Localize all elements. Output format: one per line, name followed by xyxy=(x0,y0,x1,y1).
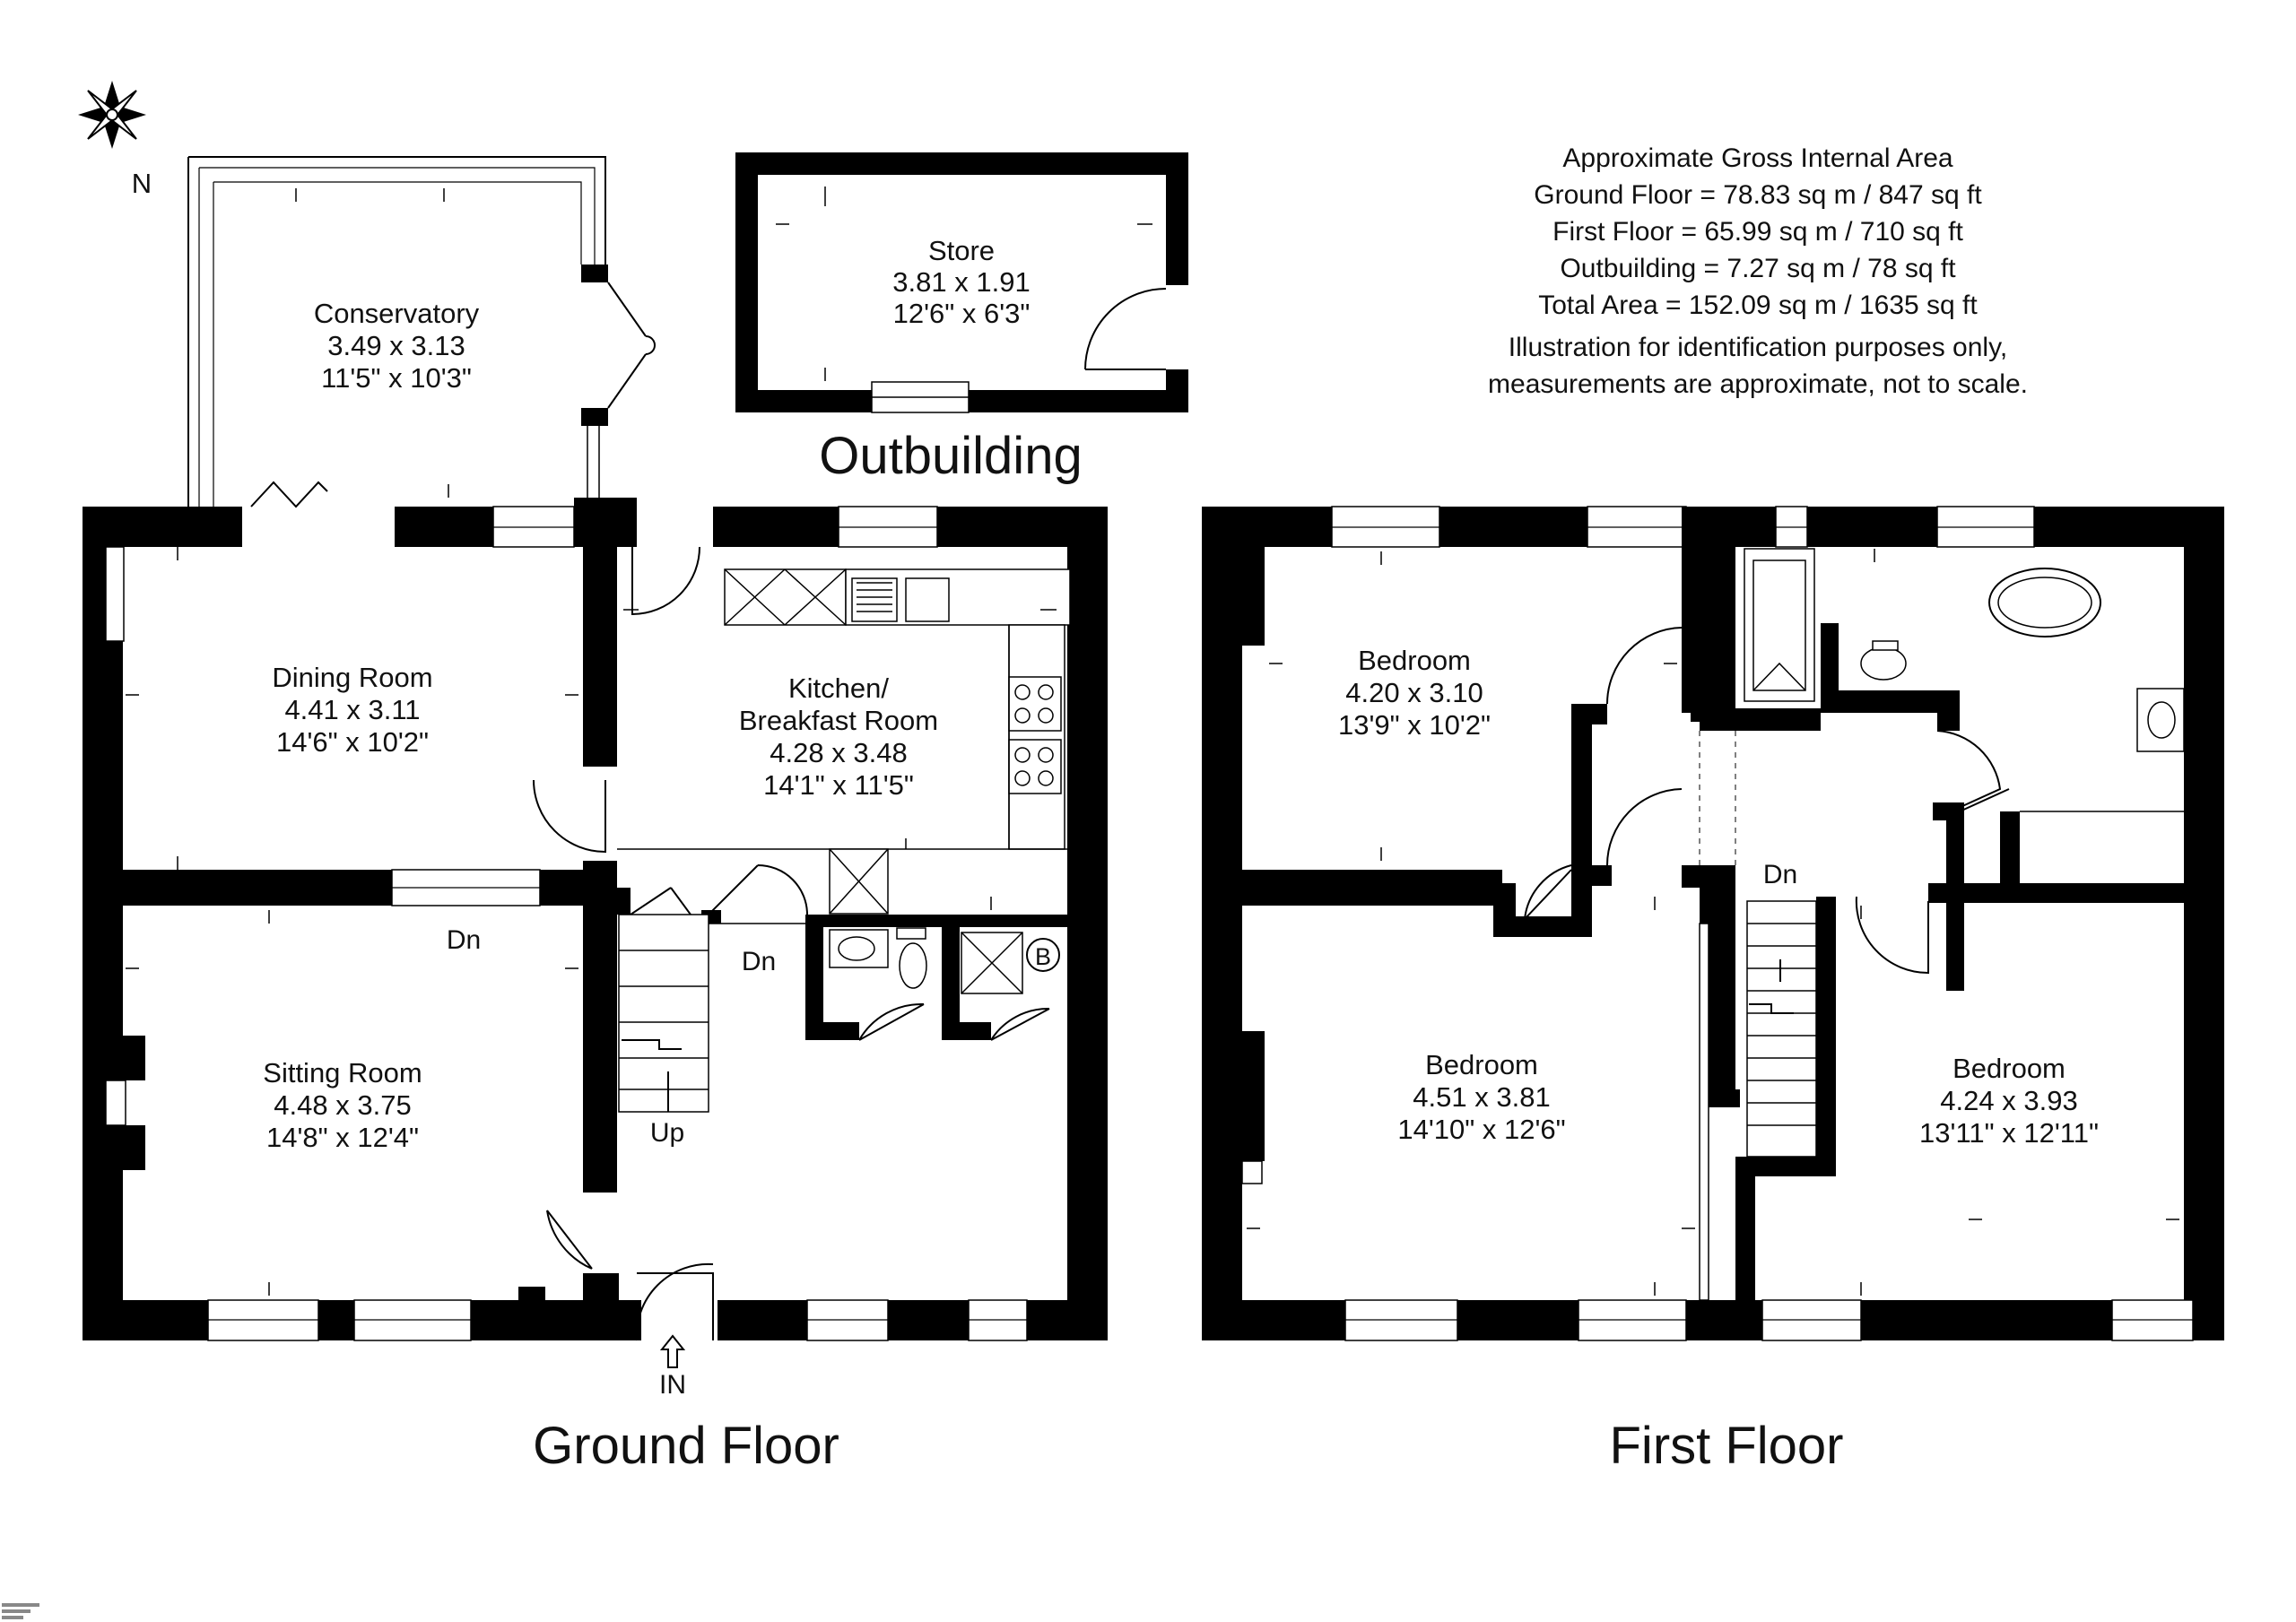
store-imperial: 12'6" x 6'3" xyxy=(893,298,1031,329)
bedroom-1-metric: 4.20 x 3.10 xyxy=(1345,677,1483,708)
outbuilding-title: Outbuilding xyxy=(819,427,1082,485)
boiler-label: B xyxy=(1035,943,1051,970)
disclaimer-line-2: measurements are approximate, not to sca… xyxy=(1488,369,2028,399)
area-first-floor: First Floor = 65.99 sq m / 710 sq ft xyxy=(1552,217,1963,247)
dining-room-imperial: 14'6" x 10'2" xyxy=(276,726,429,758)
bedroom-3-name: Bedroom xyxy=(1952,1053,2066,1084)
sitting-room-imperial: 14'8" x 12'4" xyxy=(266,1122,419,1153)
area-ground-floor: Ground Floor = 78.83 sq m / 847 sq ft xyxy=(1534,180,1982,210)
area-heading: Approximate Gross Internal Area xyxy=(1562,143,1953,173)
area-info: Approximate Gross Internal Area Ground F… xyxy=(1488,143,2028,399)
dining-room-name: Dining Room xyxy=(272,662,432,693)
entrance-label: IN xyxy=(659,1370,686,1400)
entrance-arrow-icon xyxy=(659,1334,686,1368)
compass-rose-icon xyxy=(78,81,146,149)
bedroom-2-metric: 4.51 x 3.81 xyxy=(1413,1081,1550,1113)
dining-room-metric: 4.41 x 3.11 xyxy=(284,694,420,725)
outbuilding-plan xyxy=(735,152,1188,413)
sitting-room-dn-label: Dn xyxy=(447,925,481,955)
copyright-mark xyxy=(2,1603,39,1619)
first-floor-title: First Floor xyxy=(1610,1417,1844,1475)
ground-floor-title: Ground Floor xyxy=(533,1417,839,1475)
bedroom-1-name: Bedroom xyxy=(1358,645,1471,676)
area-total: Total Area = 152.09 sq m / 1635 sq ft xyxy=(1538,291,1978,320)
kitchen-name-line-2: Breakfast Room xyxy=(739,705,938,736)
conservatory-name: Conservatory xyxy=(314,298,480,329)
bedroom-2-name: Bedroom xyxy=(1425,1049,1538,1080)
conservatory-metric: 3.49 x 3.13 xyxy=(327,330,465,361)
kitchen-imperial: 14'1" x 11'5" xyxy=(763,769,914,801)
landing-dn-label: Dn xyxy=(1763,860,1797,889)
ground-floor-plan xyxy=(83,156,1108,1341)
area-outbuilding: Outbuilding = 7.27 sq m / 78 sq ft xyxy=(1560,254,1956,283)
disclaimer-line-1: Illustration for identification purposes… xyxy=(1509,333,2007,362)
first-floor-plan xyxy=(1202,506,2224,1341)
bedroom-2-imperial: 14'10" x 12'6" xyxy=(1397,1114,1565,1145)
sitting-room-metric: 4.48 x 3.75 xyxy=(274,1089,411,1121)
bedroom-3-metric: 4.24 x 3.93 xyxy=(1940,1085,2077,1116)
north-label: N xyxy=(132,168,152,199)
sitting-room-name: Sitting Room xyxy=(263,1057,422,1089)
store-name: Store xyxy=(928,235,995,266)
bedroom-3-imperial: 13'11" x 12'11" xyxy=(1919,1117,2099,1149)
kitchen-metric: 4.28 x 3.48 xyxy=(770,737,907,768)
conservatory-imperial: 11'5" x 10'3" xyxy=(321,362,472,394)
bedroom-1-imperial: 13'9" x 10'2" xyxy=(1338,709,1491,741)
kitchen-name-line-1: Kitchen/ xyxy=(788,672,889,704)
store-metric: 3.81 x 1.91 xyxy=(892,266,1030,298)
stairs-up-label: Up xyxy=(650,1118,684,1148)
hall-dn-label: Dn xyxy=(742,947,776,976)
